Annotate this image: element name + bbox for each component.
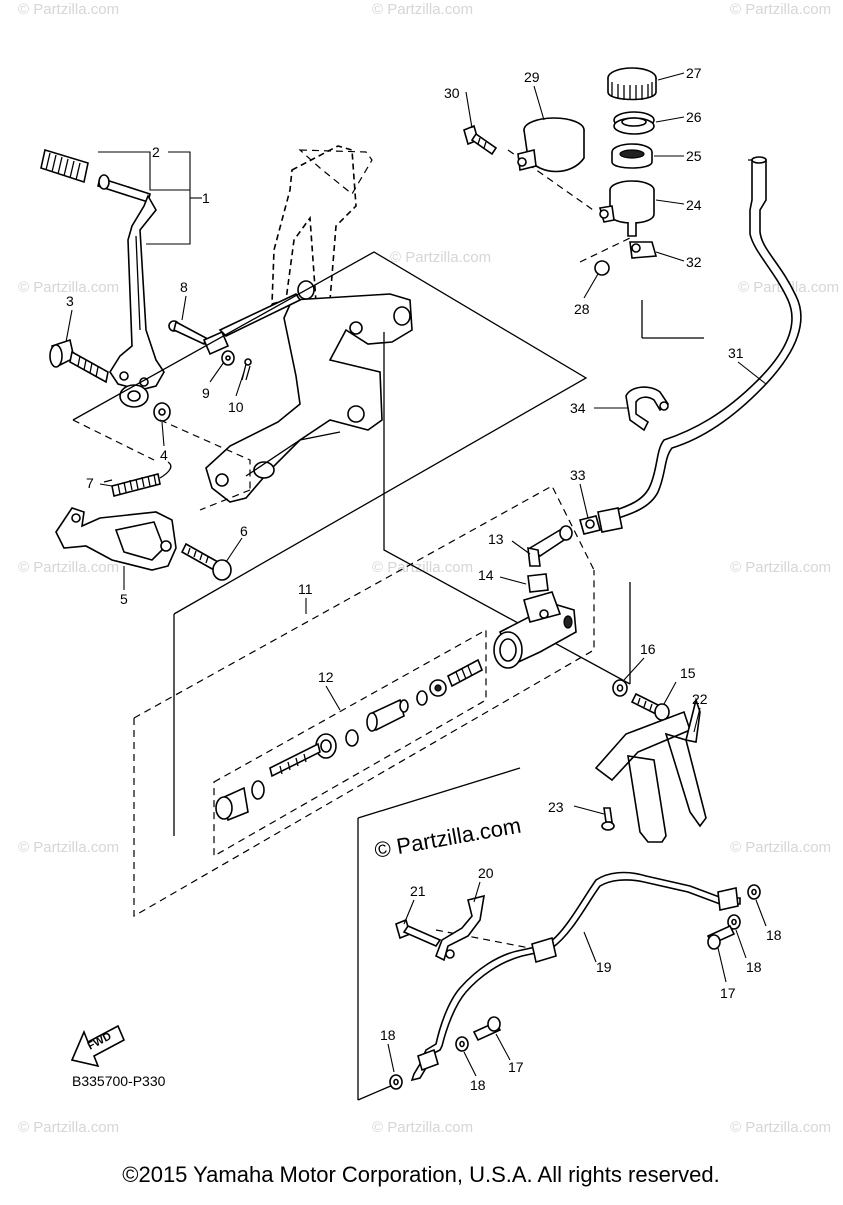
callout-33: 33 [570, 467, 586, 483]
callout-12: 12 [318, 669, 334, 685]
watermark: © Partzilla.com [730, 1, 831, 18]
callout-8: 8 [180, 279, 188, 295]
diagram-code: B335700-P330 [72, 1073, 166, 1089]
cotter-pin [241, 358, 252, 381]
callout-16: 16 [640, 641, 656, 657]
callout-10: 10 [228, 399, 244, 415]
watermark: © Partzilla.com [18, 279, 119, 296]
callout-3: 3 [66, 293, 74, 309]
callout-7: 7 [86, 475, 94, 491]
callout-9: 9 [202, 385, 210, 401]
hose-fitting [527, 525, 573, 567]
callout-15: 15 [680, 665, 696, 681]
washer [747, 884, 761, 900]
copyright-footer: ©2015 Yamaha Motor Corporation, U.S.A. A… [122, 1162, 719, 1187]
callout-4: 4 [160, 447, 168, 463]
cap-plate [613, 111, 655, 135]
partzilla-watermark: © Partzilla.com [373, 813, 523, 863]
callout-2: 2 [152, 144, 160, 160]
callout-1: 1 [202, 190, 210, 206]
fwd-arrow: FWD [70, 1024, 126, 1068]
washer [612, 679, 628, 697]
bolt [601, 807, 615, 831]
callout-11: 11 [298, 581, 313, 597]
leader-lines [65, 72, 767, 1077]
washer [455, 1036, 469, 1052]
callout-29: 29 [524, 69, 540, 85]
hose-clip [629, 241, 658, 259]
callout-20: 20 [478, 865, 494, 881]
callout-31: 31 [728, 345, 744, 361]
callout-5: 5 [120, 591, 128, 607]
callout-19: 19 [596, 959, 612, 975]
bolt [630, 692, 670, 721]
callout-6: 6 [240, 523, 248, 539]
watermark: © Partzilla.com [730, 839, 831, 856]
watermark: © Partzilla.com [18, 559, 119, 576]
bolt [180, 542, 232, 581]
watermark-group: © Partzilla.com © Partzilla.com © Partzi… [18, 1, 839, 1136]
callout-18: 18 [746, 959, 762, 975]
callout-18: 18 [380, 1027, 396, 1043]
washer [153, 402, 171, 422]
watermark: © Partzilla.com [390, 249, 491, 266]
callout-14: 14 [478, 567, 494, 583]
hose-clip [579, 515, 601, 535]
piston-kit [215, 658, 484, 822]
watermark: © Partzilla.com [730, 1119, 831, 1136]
brake-pipe [410, 871, 741, 1082]
callout-18: 18 [470, 1077, 486, 1093]
callout-17: 17 [508, 1059, 524, 1075]
callout-30: 30 [444, 85, 460, 101]
reservoir-holder [517, 117, 585, 173]
callout-34: 34 [570, 400, 586, 416]
pivot-shaft [49, 338, 109, 384]
union-bolt [706, 924, 736, 950]
callout-32: 32 [686, 254, 702, 270]
washer [221, 350, 235, 366]
return-spring [103, 461, 172, 497]
clevis-pin [168, 320, 207, 346]
pipe-clamp [434, 894, 485, 962]
watermark: © Partzilla.com [18, 1119, 119, 1136]
watermark: © Partzilla.com [372, 1, 473, 18]
bolt [395, 918, 442, 948]
washer [389, 1074, 403, 1090]
callout-17: 17 [720, 985, 736, 1001]
master-cylinder [493, 591, 577, 669]
callout-25: 25 [686, 148, 702, 164]
hose-clamp [625, 386, 670, 432]
callout-18: 18 [766, 927, 782, 943]
joint [594, 260, 610, 276]
callout-labels: 1 2 3 4 5 6 7 8 9 10 11 12 13 14 15 16 1… [66, 65, 782, 1093]
reservoir-tank [598, 180, 655, 237]
bracket-plate [55, 507, 177, 571]
diaphragm [611, 143, 653, 169]
callout-28: 28 [574, 301, 590, 317]
washer [727, 914, 741, 930]
callout-27: 27 [686, 65, 702, 81]
callout-13: 13 [488, 531, 504, 547]
guide-lines [72, 251, 704, 1101]
callout-21: 21 [410, 883, 426, 899]
reservoir-cap [607, 67, 657, 101]
callout-26: 26 [686, 109, 702, 125]
frame-bracket [205, 145, 413, 503]
watermark: © Partzilla.com [18, 839, 119, 856]
callout-22: 22 [692, 691, 708, 707]
callout-24: 24 [686, 197, 702, 213]
watermark: © Partzilla.com [18, 1, 119, 18]
union-bolt [472, 1016, 502, 1042]
bolt [463, 124, 498, 156]
watermark: © Partzilla.com [730, 559, 831, 576]
fitting-nut [527, 573, 549, 593]
brake-hose [597, 156, 802, 533]
callout-23: 23 [548, 799, 564, 815]
dashed-guides [72, 149, 764, 951]
watermark: © Partzilla.com [372, 559, 473, 576]
brake-pipe-bracket [594, 697, 707, 843]
brake-pedal [40, 148, 165, 408]
watermark: © Partzilla.com [372, 1119, 473, 1136]
